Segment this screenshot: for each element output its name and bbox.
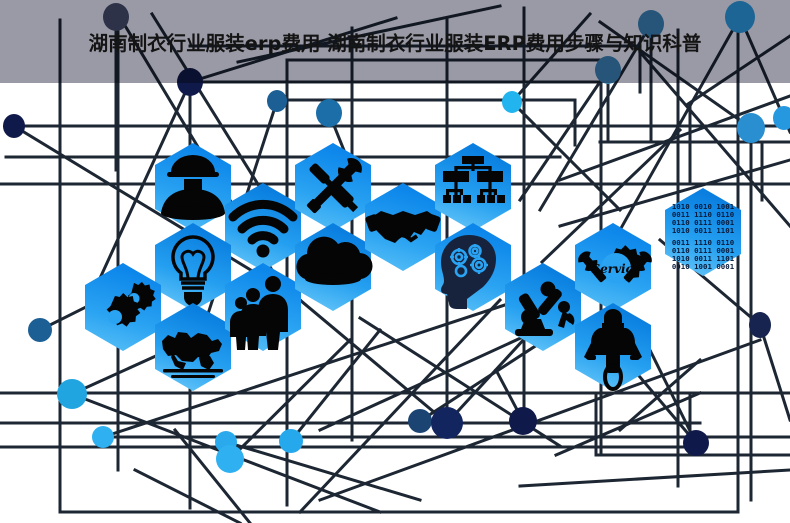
hex-brain-gears [435,223,511,311]
node-circle [316,99,342,127]
node-circle [773,106,790,130]
people-group-icon [230,276,288,350]
hex-gears [85,263,161,351]
hex-org-chart [435,143,511,231]
hex-hard-hat-worker [155,143,231,231]
hex-wifi [225,183,301,271]
robot-arm-icon [515,281,575,336]
svg-text:0010 1001 0001: 0010 1001 0001 [672,262,735,271]
node-circle [683,430,709,456]
handshake-icon [365,211,441,243]
node-circle [502,91,522,113]
motorcycle-rider-icon [584,309,642,391]
node-circle [408,409,432,433]
svg-text:0011 1110 0110: 0011 1110 0110 [672,210,734,219]
gears-icon [106,281,156,327]
node-circle [3,114,25,138]
service-badge-text: Service [591,262,640,276]
svg-text:1010 0011 1101: 1010 0011 1101 [672,254,735,263]
svg-text:0110 0111 0001: 0110 0111 0001 [672,246,735,255]
node-circle [92,426,114,448]
svg-text:1010 0011 1101: 1010 0011 1101 [672,226,735,235]
wifi-icon [228,199,298,245]
brain-gears-icon [441,235,496,309]
node-circle [431,407,463,439]
node-circle [216,445,244,473]
title-band [0,0,790,83]
hex-robot-arm [505,263,581,351]
hex-world-map [155,303,231,391]
hex-handshake [365,183,441,271]
node-circle [57,379,87,409]
svg-text:1010 0010 1001: 1010 0010 1001 [672,202,735,211]
node-circle [28,318,52,342]
node-circle [749,312,771,338]
cloud-icon [296,236,373,285]
hex-service-gear: Service [575,223,652,311]
hex-tools [295,143,371,231]
hexagon-grid: Service [85,143,741,391]
wifi-dot [256,244,270,258]
svg-text:0110 0111 0001: 0110 0111 0001 [672,218,735,227]
node-circle [509,407,537,435]
service-gear-icon: Service [578,245,652,283]
node-circle [737,113,765,143]
hex-lightbulb [155,223,231,311]
hex-people-group [225,263,301,351]
hex-cloud [295,223,373,311]
node-circle [267,90,287,112]
node-circle [279,429,303,453]
hex-binary-code: 1010 0010 1001 0011 1110 0110 0110 0111 … [665,188,741,276]
svg-text:0011 1110 0110: 0011 1110 0110 [672,238,734,247]
hard-hat-worker-icon [161,155,225,220]
org-chart-icon [443,156,505,203]
tools-icon [306,158,362,214]
world-map-icon [162,332,223,378]
hex-motorcycle-rider [575,303,651,391]
lightbulb-icon [171,235,215,306]
binary-code-icon: 1010 0010 1001 0011 1110 0110 0110 0111 … [672,202,735,271]
